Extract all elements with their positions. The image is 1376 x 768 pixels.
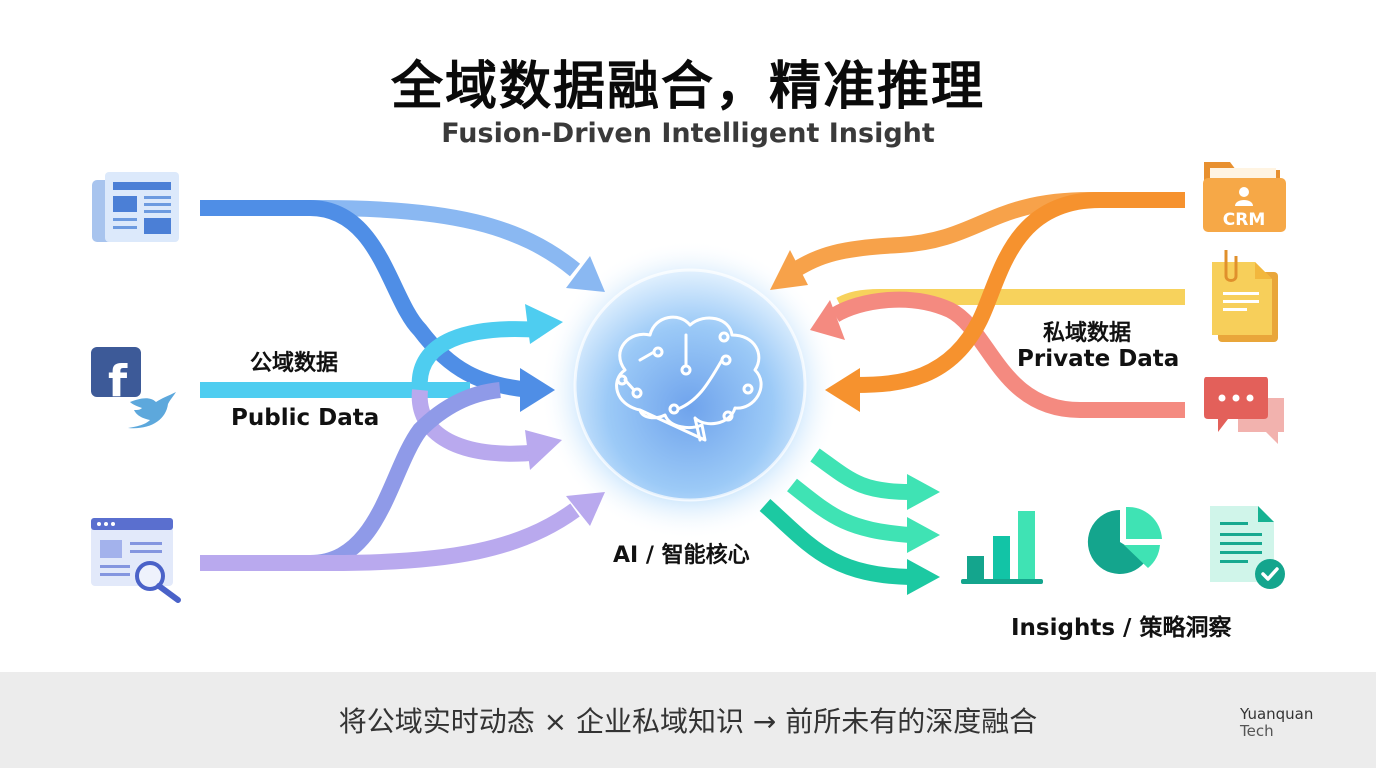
brand-name: Yuanquan Tech	[1240, 706, 1313, 740]
private-data-label-en: Private Data	[1017, 346, 1180, 372]
fusion-diagram: f CRM	[91, 162, 1286, 603]
flow-social-lower	[411, 389, 541, 462]
arrowhead	[907, 517, 940, 553]
flow-search-lower	[200, 503, 580, 571]
footer-tagline: 将公域实时动态 × 企业私域知识 → 前所未有的深度融合	[338, 705, 1038, 738]
private-data-label-cn: 私域数据	[1043, 321, 1132, 346]
flow-crm-main	[854, 192, 1185, 393]
flow-social-arc	[411, 321, 541, 391]
arrowhead	[525, 304, 563, 344]
arrowhead	[907, 559, 940, 595]
svg-text:f: f	[108, 356, 128, 407]
brain-circuit-icon	[615, 315, 763, 442]
crm-folder-icon	[1203, 162, 1286, 232]
arrowhead	[770, 250, 808, 290]
report-check-icon	[1210, 506, 1285, 589]
pie-chart-icon	[1087, 506, 1162, 574]
crm-label: CRM	[1223, 210, 1265, 230]
social-media-icon: f	[91, 347, 176, 429]
page-title: 全域数据融合，精准推理	[390, 57, 985, 117]
insights-label: Insights / 策略洞察	[1011, 615, 1232, 641]
flow-output-3	[759, 499, 911, 585]
arrowhead	[825, 368, 860, 412]
core-circle	[573, 268, 807, 502]
flow-news-main	[200, 200, 531, 398]
bar-chart-icon	[961, 511, 1043, 584]
brand-line-2: Tech	[1240, 722, 1274, 740]
flow-news-upper	[200, 200, 581, 277]
newspaper-icon	[92, 172, 179, 242]
arrowhead	[525, 430, 562, 470]
document-clip-icon	[1212, 250, 1278, 342]
core-label: AI / 智能核心	[613, 543, 750, 568]
arrowhead	[566, 492, 605, 526]
brand-line-1: Yuanquan	[1240, 705, 1314, 723]
footer-bar	[0, 672, 1376, 768]
arrowhead	[810, 300, 845, 340]
flow-crm-upper	[790, 192, 1185, 277]
page-subtitle: Fusion-Driven Intelligent Insight	[441, 118, 935, 149]
public-data-label-cn: 公域数据	[250, 351, 339, 376]
flow-chat	[830, 291, 1185, 418]
flow-search-main	[200, 382, 501, 571]
public-data-label-en: Public Data	[231, 405, 380, 431]
flow-output-2	[787, 478, 911, 543]
flow-output-1	[810, 448, 911, 500]
arrowhead	[520, 368, 555, 412]
arrowhead	[907, 474, 940, 510]
chat-bubbles-icon	[1204, 377, 1284, 444]
web-search-icon	[91, 518, 181, 603]
arrowhead	[566, 256, 605, 292]
